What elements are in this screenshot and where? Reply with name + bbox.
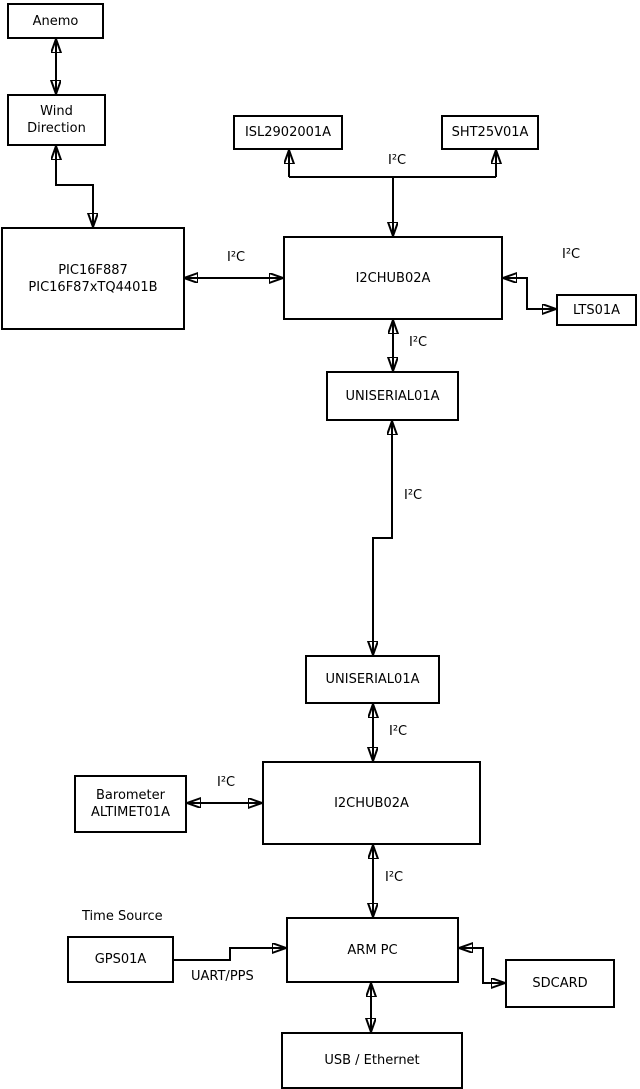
edge-label-i2c-top-bus: I²C bbox=[388, 153, 407, 168]
node-uniserial01a-bottom: UNISERIAL01A bbox=[305, 655, 440, 704]
node-arm-pc-label: ARM PC bbox=[347, 942, 398, 958]
edge-gps-armpc bbox=[174, 948, 286, 961]
caption-time-source: Time Source bbox=[82, 909, 163, 924]
node-usb-ethernet-label: USB / Ethernet bbox=[324, 1053, 420, 1068]
edge-uniserial1-uniserial2 bbox=[373, 421, 392, 655]
edge-label-i2c-hub1-uniserial1: I²C bbox=[409, 335, 428, 350]
node-i2chub02a-top-label: I2CHUB02A bbox=[355, 270, 431, 286]
edge-label-i2c-barometer-hub2: I²C bbox=[217, 775, 236, 790]
node-uniserial01a-top-label: UNISERIAL01A bbox=[345, 388, 440, 404]
node-barometer-label-line1: Barometer bbox=[96, 788, 165, 803]
edge-label-i2c-hub1-lts: I²C bbox=[562, 247, 581, 262]
node-anemo-label: Anemo bbox=[32, 13, 79, 29]
edge-armpc-sdcard bbox=[459, 948, 505, 983]
edge-label-i2c-hub2-armpc: I²C bbox=[385, 870, 404, 885]
node-barometer-altimet01a: Barometer ALTIMET01A bbox=[74, 775, 187, 833]
edge-label-i2c-uniserial-link: I²C bbox=[404, 488, 423, 503]
edge-wind-pic bbox=[56, 146, 93, 227]
node-lts01a: LTS01A bbox=[556, 294, 637, 326]
node-i2chub02a-bottom-label: I2CHUB02A bbox=[334, 795, 409, 811]
node-isl2902001a-label: ISL2902001A bbox=[244, 125, 332, 140]
node-anemo: Anemo bbox=[7, 3, 104, 39]
node-sht25v01a-label: SHT25V01A bbox=[451, 125, 529, 140]
node-i2chub02a-top: I2CHUB02A bbox=[283, 236, 503, 320]
node-sdcard-label: SDCARD bbox=[532, 976, 588, 991]
node-uniserial01a-top: UNISERIAL01A bbox=[326, 371, 459, 421]
node-wind-direction: Wind Direction bbox=[7, 94, 106, 146]
node-sht25v01a: SHT25V01A bbox=[441, 115, 539, 150]
edge-label-uart-pps: UART/PPS bbox=[191, 969, 254, 984]
node-uniserial01a-bottom-label: UNISERIAL01A bbox=[325, 672, 420, 687]
edge-label-i2c-uniserial2-hub2: I²C bbox=[389, 724, 408, 739]
node-arm-pc: ARM PC bbox=[286, 917, 459, 983]
node-isl2902001a: ISL2902001A bbox=[233, 115, 343, 150]
edge-i2chub1-lts bbox=[503, 278, 556, 309]
node-usb-ethernet: USB / Ethernet bbox=[281, 1032, 463, 1089]
node-sdcard: SDCARD bbox=[505, 959, 615, 1008]
node-lts01a-label: LTS01A bbox=[572, 302, 621, 318]
node-pic16f887: PIC16F887 PIC16F87xTQ4401B bbox=[1, 227, 185, 330]
node-pic16f887-label-line1: PIC16F887 bbox=[58, 262, 128, 278]
node-barometer-label-line2: ALTIMET01A bbox=[91, 805, 170, 820]
node-gps01a: GPS01A bbox=[67, 936, 174, 983]
edge-label-i2c-pic-hub1: I²C bbox=[227, 250, 246, 265]
node-i2chub02a-bottom: I2CHUB02A bbox=[262, 761, 481, 845]
node-wind-direction-label-line2: Direction bbox=[27, 121, 86, 136]
node-pic16f887-label-line2: PIC16F87xTQ4401B bbox=[28, 279, 158, 295]
node-gps01a-label: GPS01A bbox=[94, 952, 147, 967]
node-wind-direction-label-line1: Wind bbox=[40, 104, 73, 119]
